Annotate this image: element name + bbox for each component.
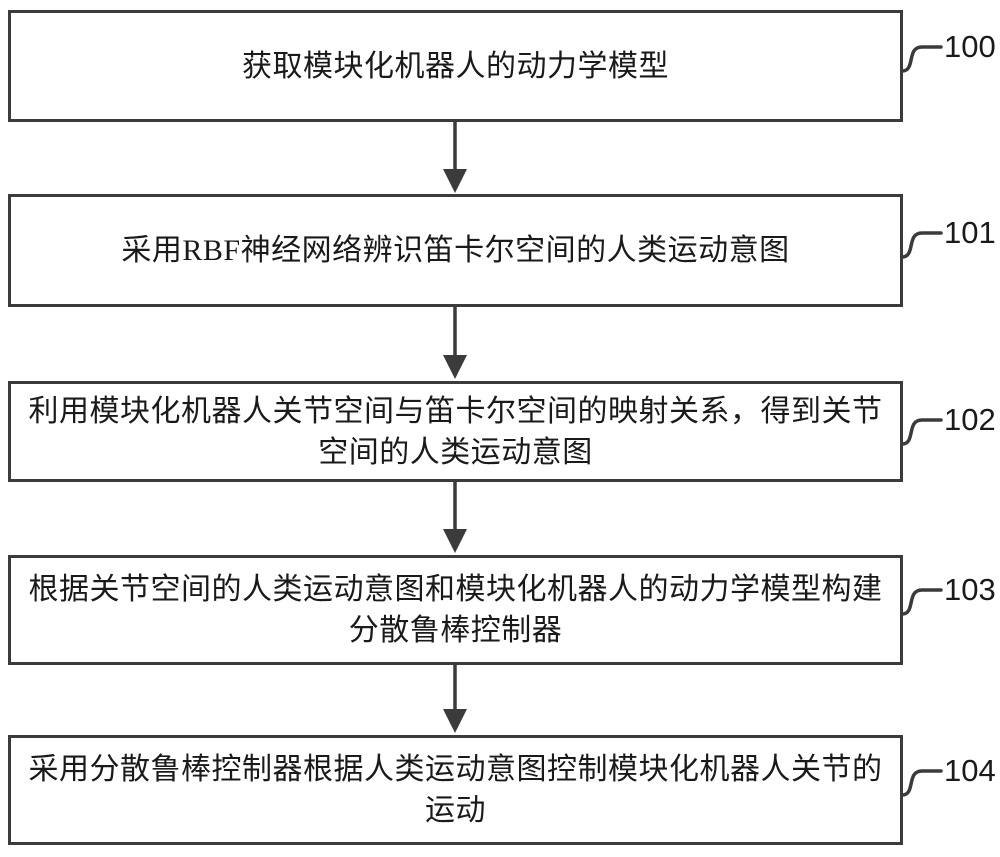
- step-box-103: 根据关节空间的人类运动意图和模块化机器人的动力学模型构建 分散鲁棒控制器: [8, 555, 903, 665]
- step-box-101: 采用RBF神经网络辨识笛卡尔空间的人类运动意图: [8, 194, 903, 307]
- ref-connector-102: [900, 418, 943, 446]
- ref-connector-104: [900, 769, 943, 797]
- flow-arrow-3: [443, 482, 467, 553]
- step-box-104: 采用分散鲁棒控制器根据人类运动意图控制模块化机器人关节的 运动: [8, 735, 903, 845]
- step-text-101: 采用RBF神经网络辨识笛卡尔空间的人类运动意图: [121, 234, 790, 267]
- step-text-103: 根据关节空间的人类运动意图和模块化机器人的动力学模型构建 分散鲁棒控制器: [28, 573, 883, 647]
- step-text-104: 采用分散鲁棒控制器根据人类运动意图控制模块化机器人关节的 运动: [28, 753, 883, 827]
- ref-connector-101: [900, 231, 943, 259]
- step-text-102: 利用模块化机器人关节空间与笛卡尔空间的映射关系，得到关节 空间的人类运动意图: [28, 394, 883, 469]
- ref-label-103: 103: [944, 572, 996, 607]
- step-text-100: 获取模块化机器人的动力学模型: [242, 49, 669, 83]
- step-box-102: 利用模块化机器人关节空间与笛卡尔空间的映射关系，得到关节 空间的人类运动意图: [8, 381, 903, 482]
- ref-label-101: 101: [944, 215, 996, 250]
- flow-arrow-4: [443, 665, 467, 733]
- ref-label-100: 100: [944, 29, 996, 64]
- ref-label-102: 102: [944, 402, 996, 437]
- flow-arrow-1: [443, 122, 467, 193]
- ref-connector-103: [900, 588, 943, 616]
- step-box-100: 获取模块化机器人的动力学模型: [8, 10, 903, 122]
- flow-arrow-2: [443, 307, 467, 379]
- ref-connector-100: [900, 45, 943, 73]
- ref-label-104: 104: [944, 753, 996, 788]
